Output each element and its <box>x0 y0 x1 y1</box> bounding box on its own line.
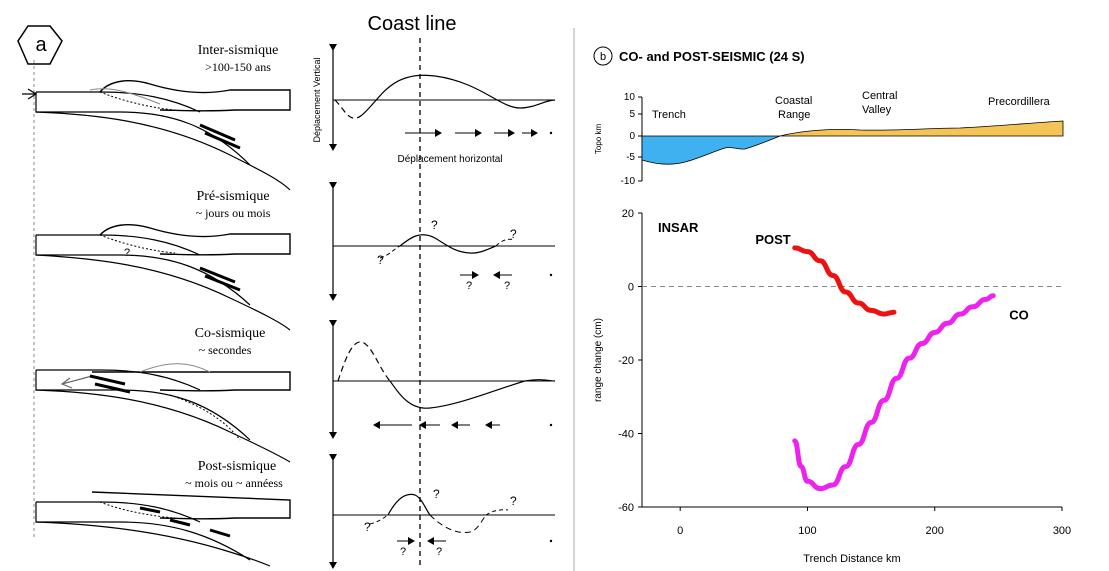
slab-diagram-co <box>35 363 291 463</box>
topo-label-coastal: Coastal <box>775 95 812 107</box>
row-title-pre: Pré-sismique <box>196 189 269 204</box>
row-title-inter: Inter-sismique <box>198 43 279 58</box>
question-mark: ? <box>466 280 472 292</box>
row-subtitle-post: ~ mois ou ~ annéess <box>185 476 283 490</box>
land-fill <box>779 120 1064 137</box>
panel-b-badge-label: b <box>600 51 606 63</box>
panel-b: b CO- and POST-SEISMIC (24 S) 10 5 0 -5 … <box>593 46 1071 565</box>
series-line-post <box>792 245 897 317</box>
disp-plot-co <box>329 320 556 439</box>
panel-a-badge: a <box>17 25 63 65</box>
y-tick-label: -20 <box>618 355 634 367</box>
topo-label-range: Range <box>778 109 810 121</box>
topo-ytick: 0 <box>629 131 635 142</box>
pull-arrow-icon <box>60 375 93 389</box>
question-mark: ? <box>510 227 517 241</box>
topo-label-valley: Valley <box>862 104 892 116</box>
topo-ytick: -10 <box>621 176 636 187</box>
row-title-post: Post-sismique <box>198 459 277 474</box>
topo-label-precordillera: Precordillera <box>988 96 1051 108</box>
question-mark: ? <box>364 520 371 534</box>
question-mark: ? <box>377 253 384 267</box>
question-mark: ? <box>400 546 406 558</box>
y-tick-label: -60 <box>618 502 634 514</box>
question-mark: ? <box>510 494 517 508</box>
row-subtitle-co: ~ secondes <box>199 343 252 357</box>
topo-label-trench: Trench <box>652 109 686 121</box>
question-mark: ? <box>124 247 130 259</box>
panel-b-badge <box>593 46 613 66</box>
x-tick-label: 200 <box>926 525 944 537</box>
topo-label-central: Central <box>862 90 897 102</box>
y-tick-label: 20 <box>622 208 634 220</box>
x-tick-label: 0 <box>677 525 683 537</box>
question-mark: ? <box>431 218 438 232</box>
topo-ytick: 10 <box>624 92 636 103</box>
row-subtitle-pre: ~ jours ou mois <box>196 206 271 220</box>
topo-profile: 10 5 0 -5 -10 Topo km Trench Coastal Ran… <box>594 90 1064 187</box>
question-mark: ? <box>433 487 440 501</box>
slab-diagram-post <box>35 491 291 567</box>
chart-xlabel: Trench Distance km <box>803 553 900 565</box>
disp-plot-pre: ? ? ? ? ? <box>329 182 555 301</box>
y-tick-label: 0 <box>628 282 634 294</box>
topo-ylabel: Topo km <box>594 124 603 155</box>
disp-plot-post: ? ? ? ? ? <box>329 454 555 569</box>
chart-ylabel: range change (cm) <box>593 318 604 402</box>
question-mark: ? <box>504 280 510 292</box>
panel-a: a Coast line Inter-sismique >100-150 ans… <box>17 13 556 569</box>
row-subtitle-inter: >100-150 ans <box>205 60 271 74</box>
row-title-co: Co-sismique <box>195 326 266 341</box>
question-mark: ? <box>436 546 442 558</box>
insar-label: INSAR <box>658 220 699 235</box>
topo-ytick: -5 <box>626 152 635 163</box>
panel-b-title: CO- and POST-SEISMIC (24 S) <box>619 49 805 64</box>
series-line-co <box>792 293 996 492</box>
series-label-post: POST <box>755 232 790 247</box>
slab-diagram-inter <box>22 80 291 191</box>
slab-diagram-pre <box>35 223 291 331</box>
y-tick-label: -40 <box>618 429 634 441</box>
x-tick-label: 100 <box>798 525 816 537</box>
vertical-axis-label: Déplacement Vertical <box>312 57 322 142</box>
coast-line-label: Coast line <box>368 13 457 35</box>
panel-a-badge-label: a <box>35 34 47 56</box>
topo-yticks: 10 5 0 -5 -10 <box>621 92 642 187</box>
topo-ytick: 5 <box>629 109 635 120</box>
horizontal-axis-label: Déplacement horizontal <box>397 154 502 165</box>
disp-plot-inter: Déplacement Vertical Déplacement horizon… <box>312 44 556 165</box>
series-label-co: CO <box>1009 308 1029 323</box>
x-tick-label: 300 <box>1053 525 1071 537</box>
ocean-fill <box>641 135 781 165</box>
